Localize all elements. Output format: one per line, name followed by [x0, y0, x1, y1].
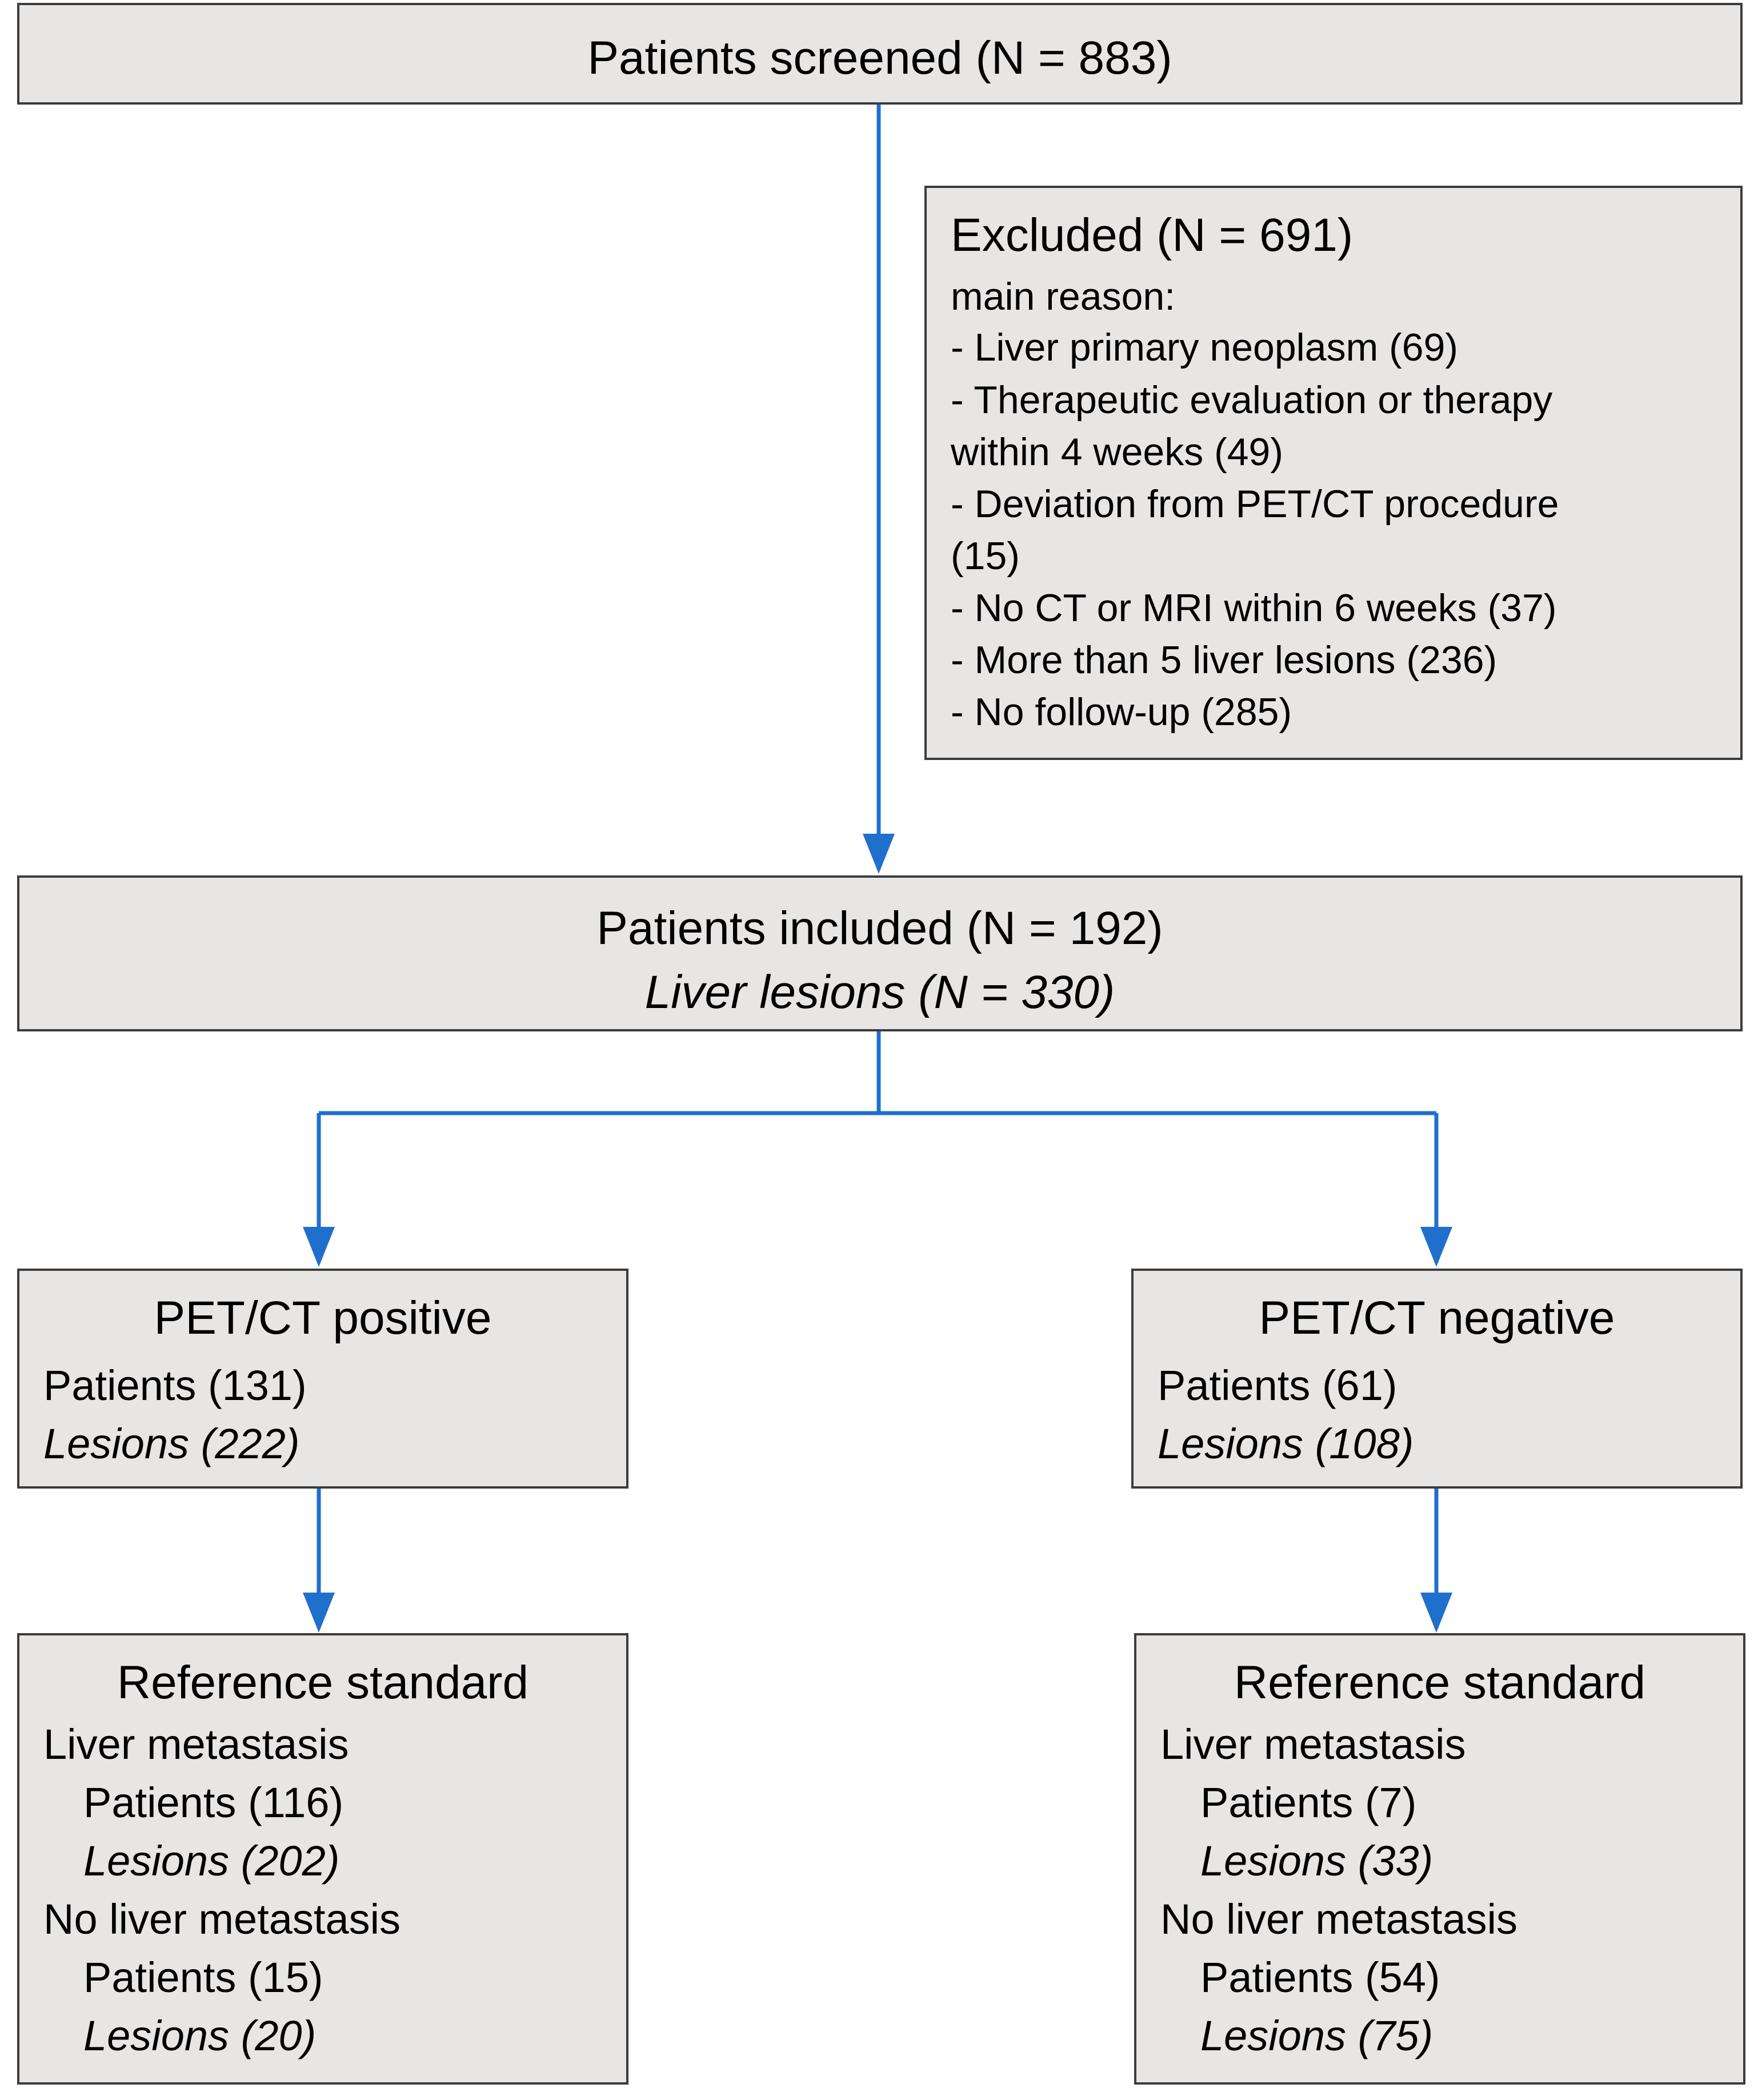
ref-negative-no-metastasis-lesions: Lesions (75): [1200, 2012, 1433, 2059]
ref-positive-no-metastasis-lesions: Lesions (20): [83, 2012, 317, 2059]
reason-item: - No CT or MRI within 6 weeks (37): [951, 586, 1557, 630]
pet-negative-patients: Patients (61): [1158, 1362, 1397, 1409]
excluded-box: Excluded (N = 691) main reason: - Liver …: [924, 186, 1743, 760]
reason-item: - More than 5 liver lesions (236): [951, 638, 1497, 682]
reason-item: - Liver primary neoplasm (69): [951, 326, 1459, 370]
reason-item: - No follow-up (285): [951, 690, 1292, 734]
reason-item: - Deviation from PET/CT procedure: [951, 482, 1559, 526]
ref-negative-metastasis-label: Liver metastasis: [1160, 1721, 1466, 1768]
pet-positive-title: PET/CT positive: [154, 1292, 492, 1344]
included-box: Patients included (N = 192) Liver lesion…: [17, 875, 1743, 1031]
included-patients: Patients included (N = 192): [596, 902, 1163, 954]
ref-positive-metastasis-patients: Patients (116): [83, 1779, 344, 1826]
pet-positive-box: PET/CT positive Patients (131) Lesions (…: [17, 1269, 628, 1489]
pet-negative-lesions: Lesions (108): [1158, 1420, 1414, 1467]
ref-positive-box: Reference standard Liver metastasis Pati…: [17, 1633, 628, 2085]
ref-positive-metastasis-label: Liver metastasis: [43, 1721, 349, 1768]
reason-item: - Therapeutic evaluation or therapy: [951, 378, 1553, 422]
ref-positive-metastasis-lesions: Lesions (202): [83, 1837, 340, 1885]
ref-negative-no-metastasis-patients: Patients (54): [1200, 1954, 1440, 2001]
screened-text: Patients screened (N = 883): [587, 32, 1172, 84]
ref-negative-no-metastasis-label: No liver metastasis: [1160, 1895, 1518, 1943]
excluded-subtitle: main reason:: [951, 275, 1176, 318]
pet-positive-lesions: Lesions (222): [43, 1420, 300, 1467]
ref-negative-box: Reference standard Liver metastasis Pati…: [1134, 1633, 1745, 2085]
ref-positive-no-metastasis-patients: Patients (15): [83, 1954, 323, 2001]
pet-positive-patients: Patients (131): [43, 1362, 307, 1409]
screened-box: Patients screened (N = 883): [17, 3, 1743, 105]
pet-negative-box: PET/CT negative Patients (61) Lesions (1…: [1131, 1269, 1743, 1489]
excluded-reasons: - Liver primary neoplasm (69) - Therapeu…: [951, 322, 1740, 738]
ref-negative-title: Reference standard: [1234, 1657, 1646, 1709]
ref-positive-title: Reference standard: [117, 1657, 529, 1709]
ref-positive-no-metastasis-label: No liver metastasis: [43, 1895, 401, 1943]
ref-negative-metastasis-patients: Patients (7): [1200, 1779, 1417, 1826]
reason-item: (15): [951, 534, 1020, 578]
ref-negative-metastasis-lesions: Lesions (33): [1200, 1837, 1433, 1885]
excluded-title: Excluded (N = 691): [951, 209, 1353, 261]
reason-item: within 4 weeks (49): [951, 430, 1284, 474]
pet-negative-title: PET/CT negative: [1259, 1292, 1615, 1344]
included-lesions: Liver lesions (N = 330): [644, 966, 1115, 1018]
